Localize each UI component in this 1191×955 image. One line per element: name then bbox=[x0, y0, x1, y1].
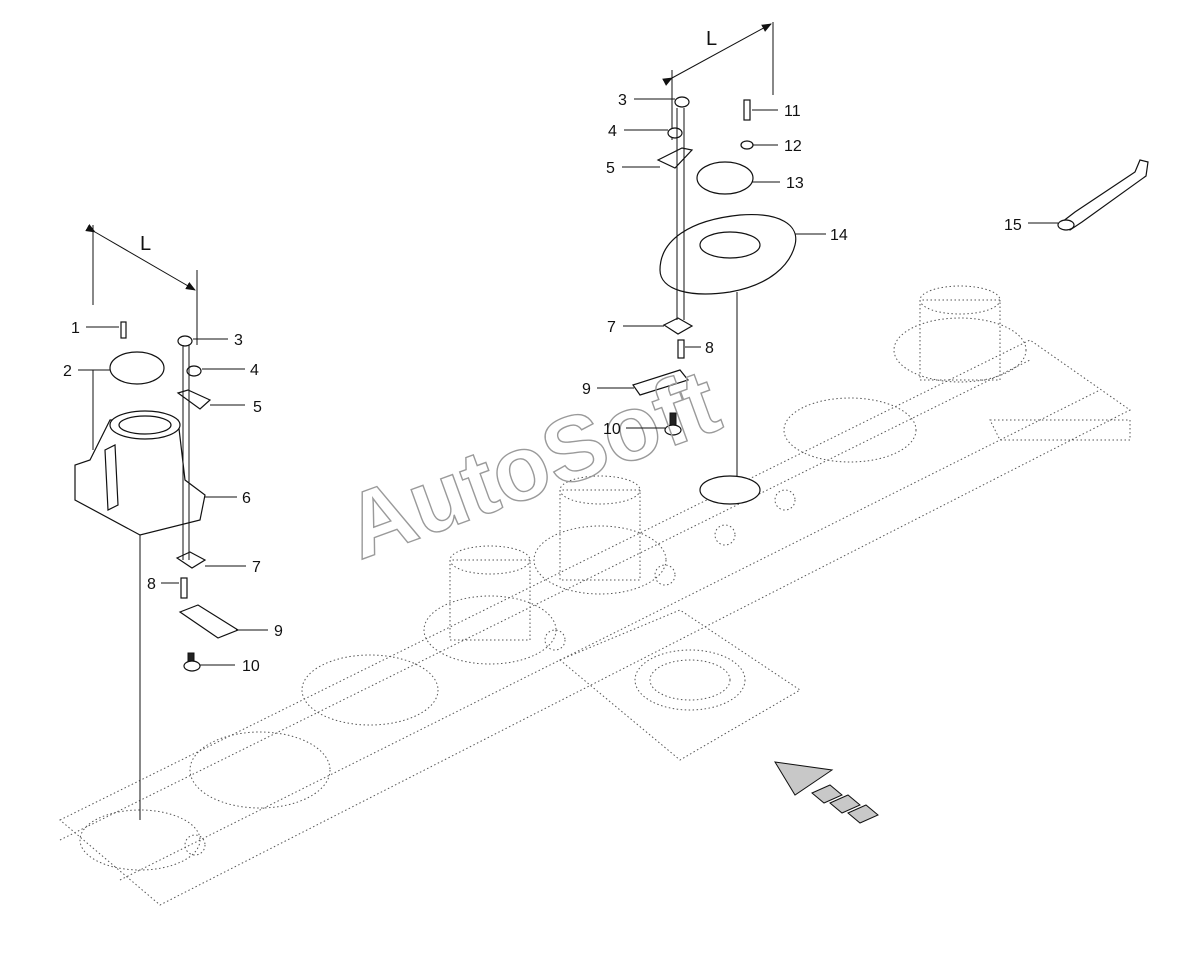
callout-4-right: 4 bbox=[608, 123, 617, 140]
callout-14: 14 bbox=[830, 227, 848, 244]
callout-6: 6 bbox=[242, 490, 251, 507]
callout-8-left: 8 bbox=[147, 576, 156, 593]
callout-8-right: 8 bbox=[705, 340, 714, 357]
callout-10-left: 10 bbox=[242, 658, 260, 675]
dimension-label-left: L bbox=[140, 233, 151, 255]
callout-13: 13 bbox=[786, 175, 804, 192]
cutter-bar bbox=[59, 285, 1131, 906]
right-callouts: 3 4 5 7 8 9 10 11 12 13 14 15 bbox=[582, 92, 1058, 438]
callout-5-left: 5 bbox=[253, 399, 262, 416]
callout-10-right: 10 bbox=[603, 421, 621, 438]
callout-1: 1 bbox=[71, 320, 80, 337]
callout-4-left: 4 bbox=[250, 362, 259, 379]
callout-9-left: 9 bbox=[274, 623, 283, 640]
callout-2: 2 bbox=[63, 363, 72, 380]
callout-11: 11 bbox=[784, 103, 801, 120]
callout-7-right: 7 bbox=[607, 319, 616, 336]
callout-3-left: 3 bbox=[234, 332, 243, 349]
left-callouts: 1 2 3 4 5 6 7 8 9 10 bbox=[63, 320, 283, 675]
watermark-text: AutoSoft bbox=[332, 350, 732, 579]
callout-12: 12 bbox=[784, 138, 802, 155]
callout-7-left: 7 bbox=[252, 559, 261, 576]
callout-15: 15 bbox=[1004, 217, 1022, 234]
travel-direction-arrow bbox=[774, 761, 879, 824]
dimension-label-right: L bbox=[706, 28, 717, 50]
callout-9-right: 9 bbox=[582, 381, 591, 398]
right-disc-assembly bbox=[632, 22, 1149, 505]
callout-3-right: 3 bbox=[618, 92, 627, 109]
left-drum-assembly bbox=[74, 224, 240, 820]
callout-5-right: 5 bbox=[606, 160, 615, 177]
